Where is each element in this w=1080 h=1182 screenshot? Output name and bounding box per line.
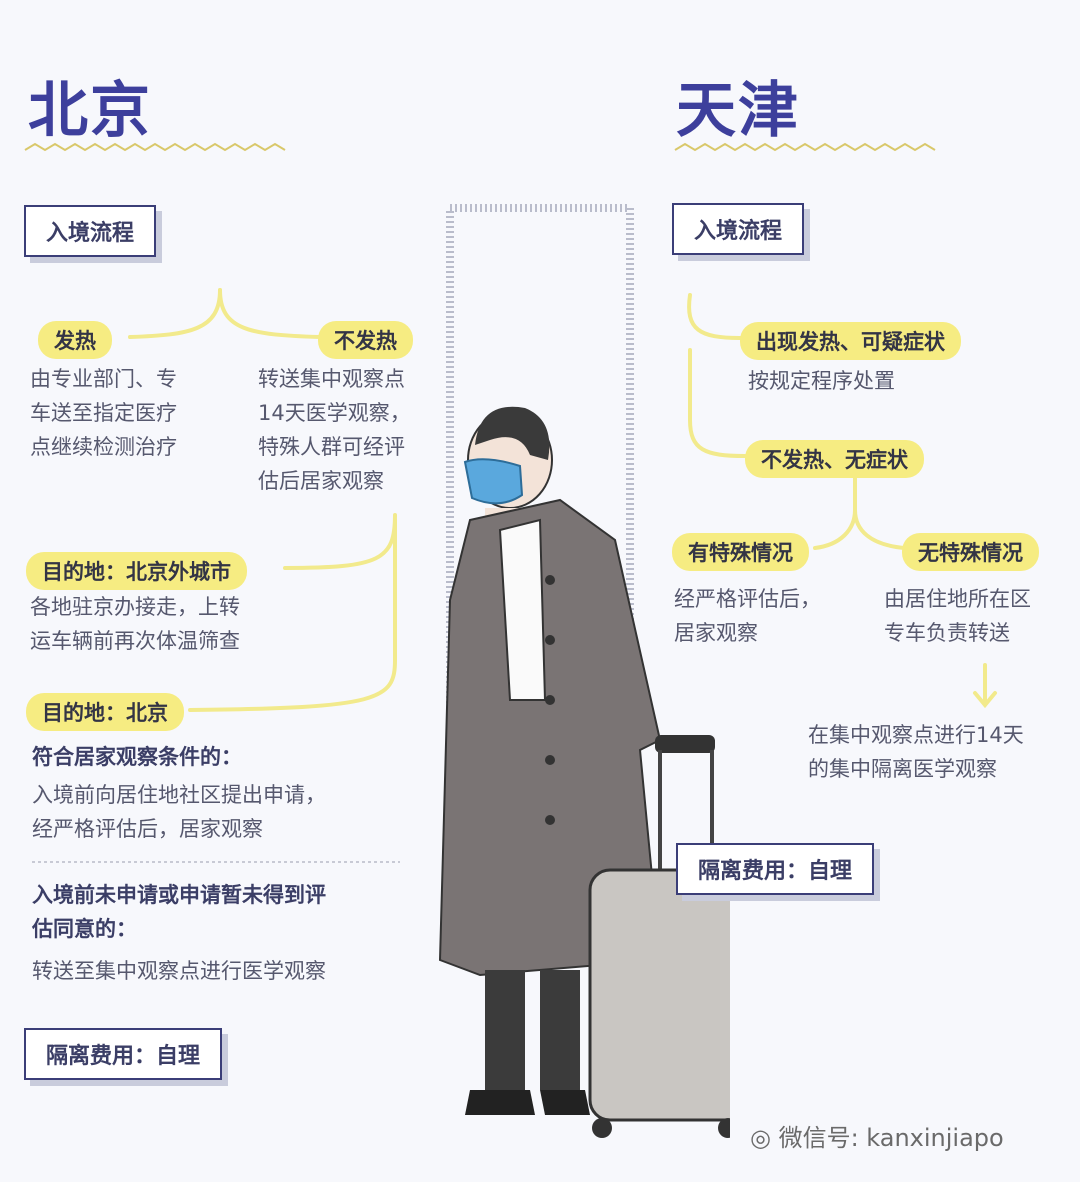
beijing-not-applied-text: 转送至集中观察点进行医学观察 bbox=[32, 959, 326, 983]
tianjin-central-text: 在集中观察点进行14天 的集中隔离医学观察 bbox=[808, 723, 1024, 781]
tianjin-symptoms-label: 出现发热、可疑症状 bbox=[740, 322, 961, 360]
connector-no-special bbox=[853, 508, 907, 550]
hat bbox=[475, 406, 550, 460]
arrow-down-icon bbox=[973, 663, 997, 709]
face-mask-icon bbox=[463, 458, 524, 505]
watermark: ◎ 微信号: kanxinjiapo bbox=[750, 1124, 1004, 1152]
beijing-dest-beijing-label: 目的地：北京 bbox=[26, 693, 184, 731]
connector-fever bbox=[128, 288, 222, 339]
tianjin-special-text: 经严格评估后， 居家观察 bbox=[674, 587, 821, 645]
beijing-cost-label: 隔离费用：自理 bbox=[24, 1028, 223, 1080]
connector-dest-outside bbox=[283, 513, 397, 570]
connector-no-symptoms bbox=[688, 348, 747, 458]
connector-no-fever bbox=[218, 288, 322, 339]
beijing-no-fever-text: 转送集中观察点 14天医学观察， 特殊人群可经评 估后居家观察 bbox=[258, 367, 411, 493]
tianjin-symptoms-text: 按规定程序处置 bbox=[748, 369, 895, 393]
tianjin-special-label: 有特殊情况 bbox=[672, 533, 809, 571]
beijing-entry-process-label: 入境流程 bbox=[24, 205, 157, 257]
beijing-dest-outside-label: 目的地：北京外城市 bbox=[26, 552, 247, 590]
beijing-fever-label: 发热 bbox=[38, 321, 112, 359]
beijing-dest-outside-text: 各地驻京办接走，上转 运车辆前再次体温筛查 bbox=[30, 595, 240, 653]
decorative-squiggle bbox=[674, 142, 936, 152]
tianjin-no-special-label: 无特殊情况 bbox=[902, 533, 1039, 571]
beijing-home-eligible-heading: 符合居家观察条件的： bbox=[32, 745, 242, 769]
beijing-home-eligible-text: 入境前向居住地社区提出申请， 经严格评估后，居家观察 bbox=[32, 783, 326, 841]
traveler-illustration bbox=[438, 406, 730, 1138]
suitcase bbox=[588, 868, 730, 1122]
tianjin-cost-label: 隔离费用：自理 bbox=[676, 843, 875, 895]
tianjin-no-symptoms-label: 不发热、无症状 bbox=[745, 440, 924, 478]
beijing-title: 北京 bbox=[28, 76, 152, 146]
coat bbox=[438, 498, 662, 977]
connector-special bbox=[813, 473, 857, 550]
beijing-fever-text: 由专业部门、专 车送至指定医疗 点继续检测治疗 bbox=[30, 367, 177, 459]
beijing-not-applied-heading: 入境前未申请或申请暂未得到评 估同意的： bbox=[32, 883, 326, 941]
wechat-icon: ◎ bbox=[750, 1124, 779, 1152]
connector-symptoms bbox=[687, 293, 742, 340]
tianjin-entry-process-label: 入境流程 bbox=[672, 203, 805, 255]
tianjin-title: 天津 bbox=[676, 76, 800, 146]
tianjin-no-special-text: 由居住地所在区 专车负责转送 bbox=[884, 587, 1031, 645]
beijing-no-fever-label: 不发热 bbox=[318, 321, 413, 359]
connector-dest-beijing bbox=[188, 518, 397, 712]
decorative-squiggle bbox=[24, 142, 286, 152]
